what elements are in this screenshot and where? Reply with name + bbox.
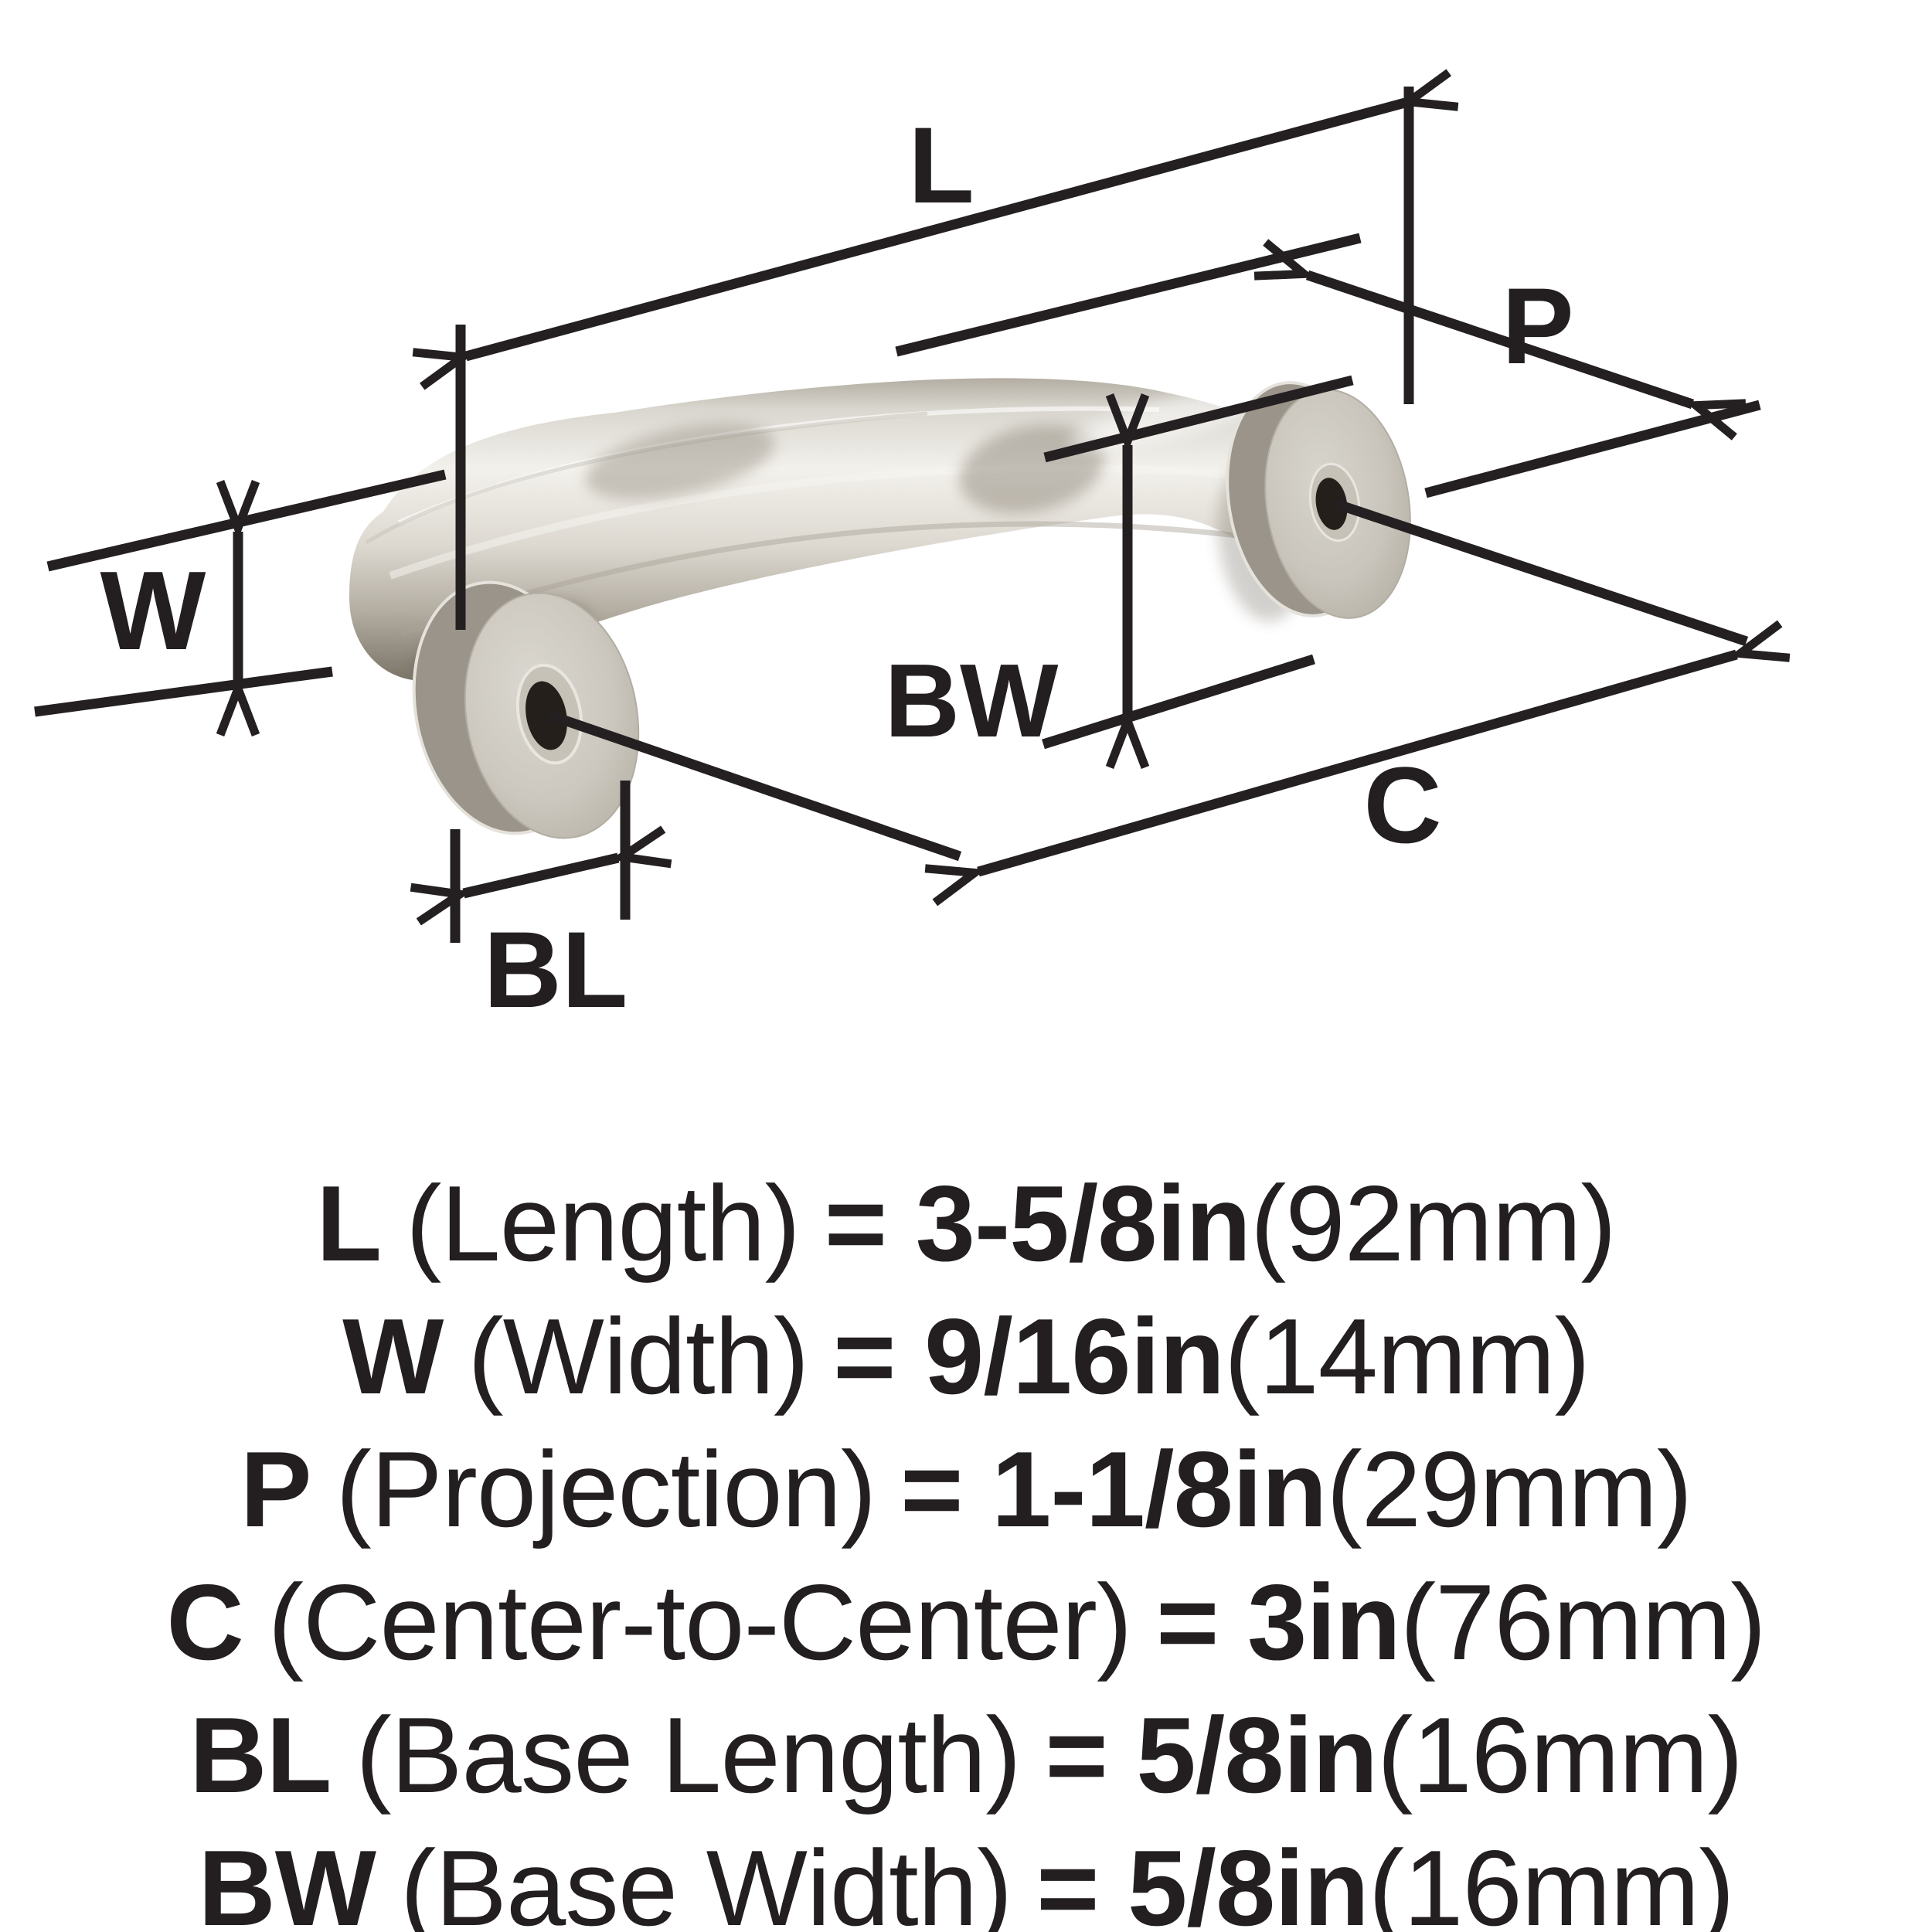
screw-axis-right [1334,498,1749,647]
spec-metric: (14mm) [1224,1297,1590,1417]
grip-reflection-dark [585,423,775,499]
spec-metric: (16mm) [1377,1696,1743,1815]
front-plane-extension [1424,400,1761,498]
p-reference-line [895,233,1362,357]
spec-value: = 3in [1156,1563,1401,1682]
spec-row-length: L(Length)= 3-5/8in(92mm) [0,1158,1932,1291]
l-dimension-arrow [466,103,1405,356]
spec-metric: (16mm) [1368,1828,1735,1932]
bw-extension-bottom [1042,654,1315,750]
spec-row-base-length: BL(Base Length)= 5/8in(16mm) [0,1689,1932,1822]
label-length: L [908,104,975,226]
spec-value: = 1-1/8in [900,1430,1327,1549]
label-width: W [100,548,206,673]
label-base-length: BL [484,909,628,1030]
handle-dimension-drawing: L P W BW C BL [34,0,1932,1030]
label-base-width: BW [885,642,1059,759]
spec-row-base-width: BW(Base Width)= 5/8in(16mm) [0,1822,1932,1932]
p-dimension-arrow [1308,275,1692,404]
spec-row-center-to-center: C(Center-to-Center)= 3in(76mm) [0,1556,1932,1689]
spec-symbol: W [342,1297,444,1417]
pull-handle-render [349,378,1411,839]
dimension-lines [34,87,1761,943]
spec-name: (Width) [468,1297,809,1417]
label-projection: P [1502,265,1573,386]
screw-axis-left [546,709,962,862]
spec-name: (Base Width) [400,1828,1012,1932]
bl-dimension-arrow [464,858,618,893]
spec-value: = 9/16in [833,1297,1225,1417]
spec-row-projection: P(Projection)= 1-1/8in(29mm) [0,1423,1932,1556]
spec-name: (Length) [406,1164,801,1284]
spec-name: (Projection) [335,1430,877,1549]
spec-symbol: P [240,1430,312,1549]
c-dimension-arrow [978,655,1736,872]
spec-value: = 5/8in [1045,1696,1379,1815]
spec-metric: (76mm) [1400,1563,1767,1682]
spec-metric: (29mm) [1326,1430,1692,1549]
spec-symbol: BL [189,1696,332,1815]
spec-metric: (92mm) [1250,1164,1617,1284]
spec-name: (Base Length) [355,1696,1021,1815]
bw-extension-top [1043,375,1354,463]
spec-symbol: L [316,1164,382,1284]
w-extension-bottom [34,666,333,717]
spec-value: = 3-5/8in [824,1164,1251,1284]
spec-list: L(Length)= 3-5/8in(92mm) W(Width)= 9/16i… [0,1158,1932,1932]
spec-value: = 5/8in [1036,1828,1369,1932]
left-screw-hole [526,681,567,750]
spec-symbol: C [166,1563,243,1682]
right-screw-hole [1315,478,1348,530]
spec-name: (Center-to-Center) [267,1563,1132,1682]
spec-row-width: W(Width)= 9/16in(14mm) [0,1291,1932,1423]
label-center-to-center: C [1363,744,1441,866]
spec-symbol: BW [198,1828,376,1932]
